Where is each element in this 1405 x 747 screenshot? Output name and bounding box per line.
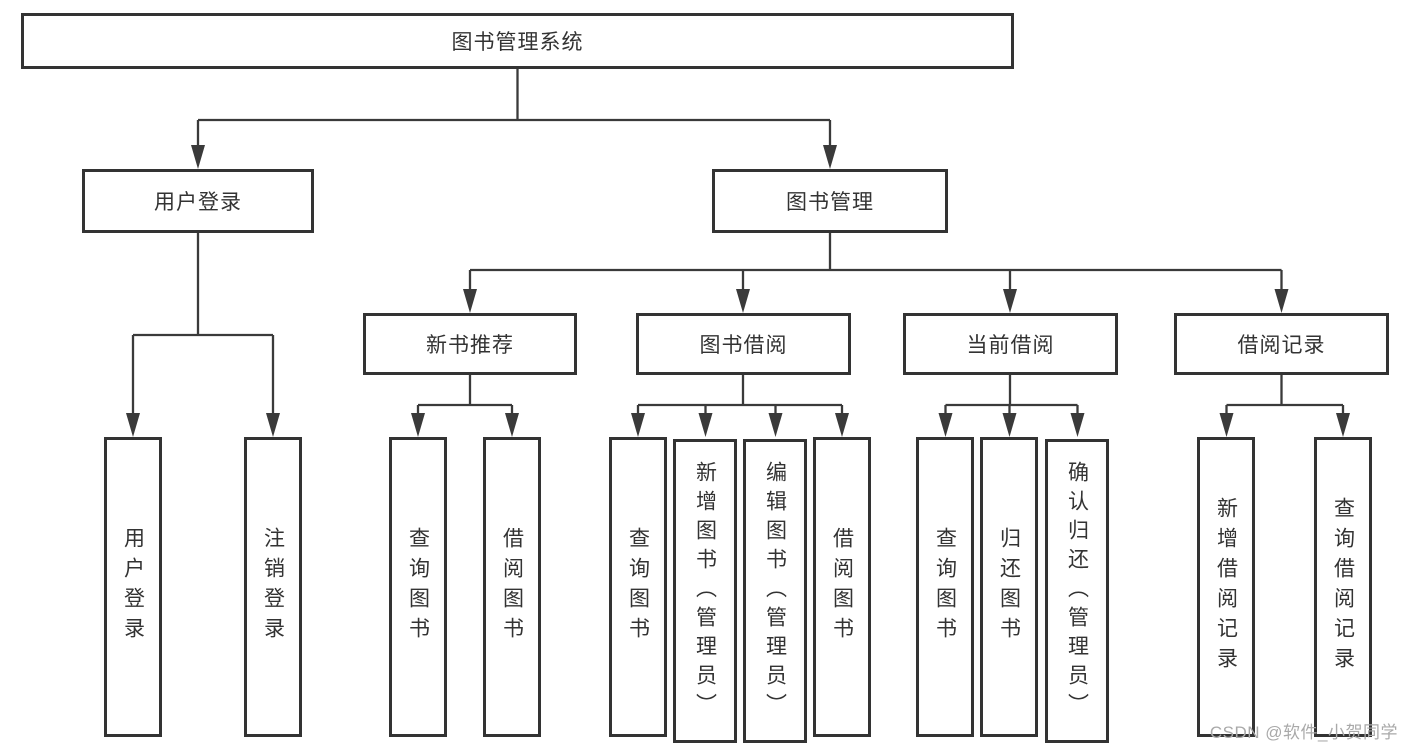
node-book-borrowing: 图书借阅 <box>636 313 851 375</box>
leaf-query-books-recommend: 查询图书 <box>389 437 447 737</box>
node-label: 查询图书 <box>933 527 957 647</box>
node-label: 查询图书 <box>406 527 430 647</box>
csdn-watermark: CSDN @软件_小贺同学 <box>1209 723 1398 742</box>
node-label: 借阅图书 <box>500 527 524 647</box>
node-library-management-system: 图书管理系统 <box>21 13 1014 69</box>
node-borrowing-records: 借阅记录 <box>1174 313 1389 375</box>
leaf-borrow-books: 借阅图书 <box>813 437 871 737</box>
node-label: 新书推荐 <box>426 334 514 357</box>
leaf-add-borrow-record: 新增借阅记录 <box>1197 437 1255 737</box>
leaf-query-books-borrow: 查询图书 <box>609 437 667 737</box>
node-label: 借阅图书 <box>830 527 854 647</box>
leaf-user-login: 用户登录 <box>104 437 162 737</box>
leaf-query-borrow-record: 查询借阅记录 <box>1314 437 1372 737</box>
node-label: 确认归还（管理员） <box>1065 460 1089 722</box>
leaf-logout: 注销登录 <box>244 437 302 737</box>
leaf-borrow-books-recommend: 借阅图书 <box>483 437 541 737</box>
node-label: 编辑图书（管理员） <box>763 460 787 722</box>
node-label: 用户登录 <box>121 527 145 647</box>
node-current-borrowing: 当前借阅 <box>903 313 1118 375</box>
node-label: 查询图书 <box>626 527 650 647</box>
node-book-management: 图书管理 <box>712 169 948 233</box>
node-label: 图书管理 <box>786 191 874 214</box>
node-label: 借阅记录 <box>1237 334 1326 357</box>
node-label: 新增图书（管理员） <box>693 460 717 722</box>
leaf-query-books-current: 查询图书 <box>916 437 974 737</box>
leaf-edit-books-admin: 编辑图书（管理员） <box>743 439 807 743</box>
node-label: 查询借阅记录 <box>1331 497 1355 677</box>
node-label: 图书借阅 <box>699 334 788 357</box>
node-label: 图书管理系统 <box>451 31 584 54</box>
node-label: 注销登录 <box>261 527 285 647</box>
node-label: 用户登录 <box>154 191 242 214</box>
node-user-login: 用户登录 <box>82 169 314 233</box>
leaf-return-books: 归还图书 <box>980 437 1038 737</box>
node-label: 归还图书 <box>997 527 1021 647</box>
node-label: 新增借阅记录 <box>1214 497 1238 677</box>
node-new-book-recommendation: 新书推荐 <box>363 313 577 375</box>
node-label: 当前借阅 <box>966 334 1055 357</box>
leaf-confirm-return-admin: 确认归还（管理员） <box>1045 439 1109 743</box>
leaf-add-books-admin: 新增图书（管理员） <box>673 439 737 743</box>
arrowheads <box>126 145 1350 437</box>
